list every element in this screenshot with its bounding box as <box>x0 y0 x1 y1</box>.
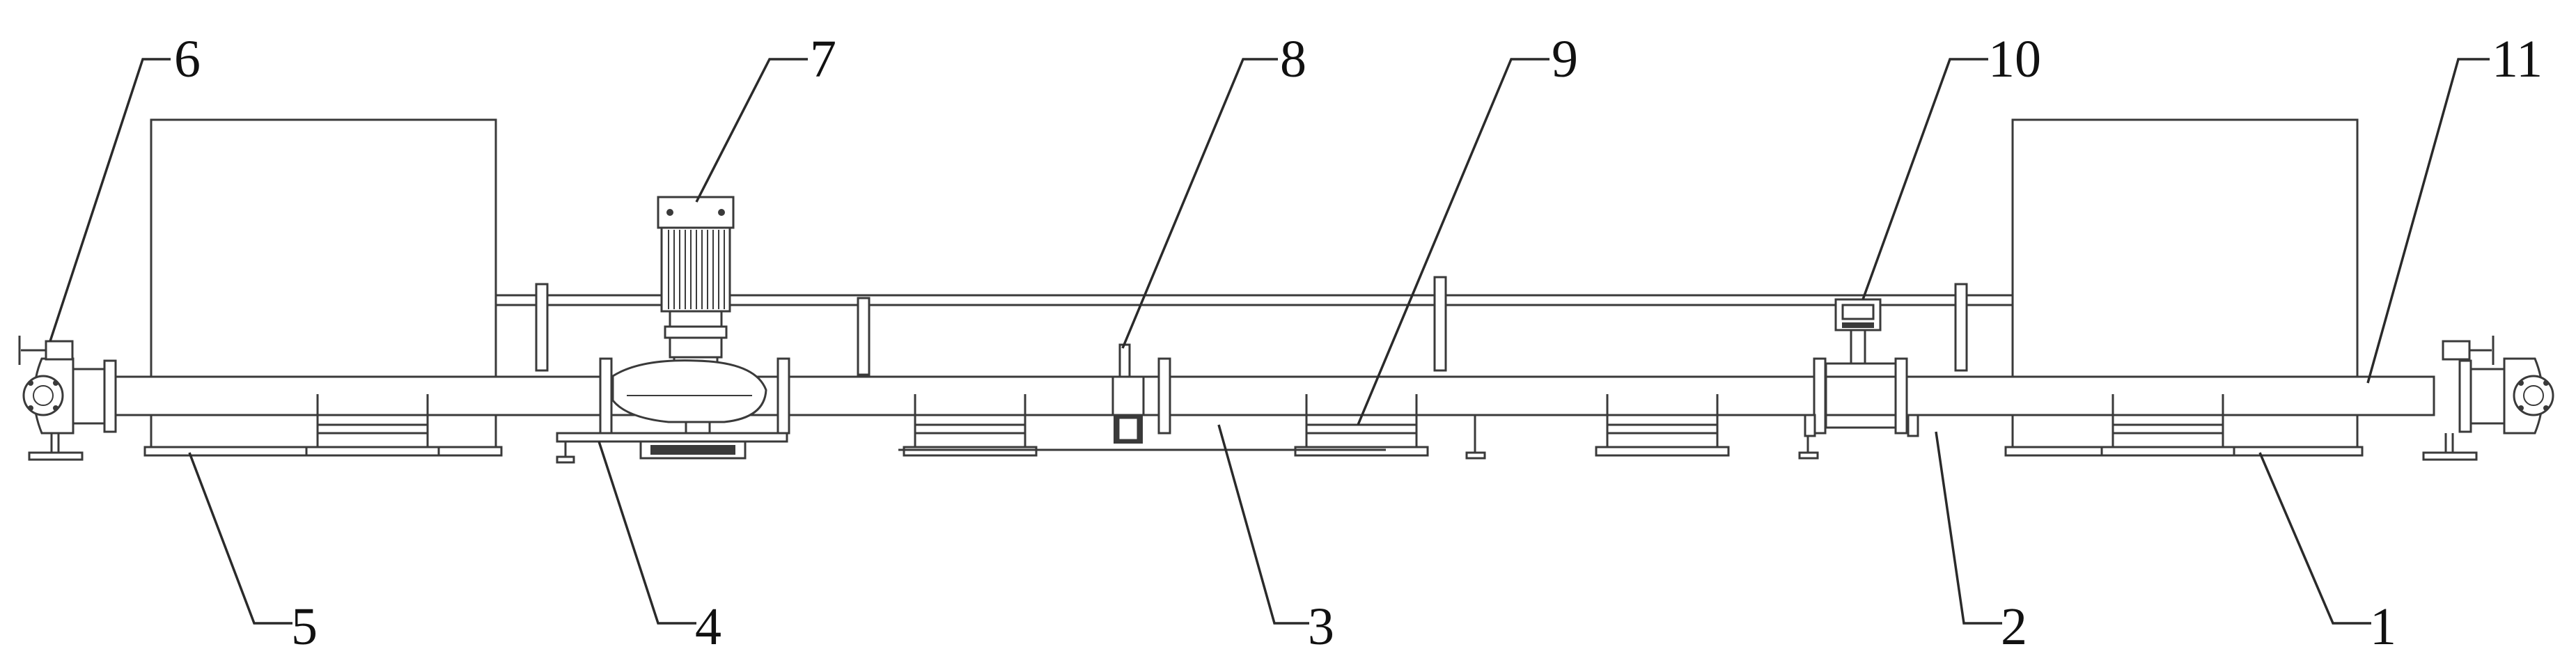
label-9: 9 <box>1552 30 1578 88</box>
upper-pipe <box>496 276 2013 376</box>
main-pipe <box>107 375 2435 416</box>
right-end-assembly <box>2422 336 2554 461</box>
label-2: 2 <box>2001 597 2027 656</box>
label-10: 10 <box>1988 30 2041 88</box>
pump-assembly <box>556 196 788 464</box>
label-6: 6 <box>174 30 201 88</box>
label-1: 1 <box>2370 597 2396 656</box>
leader-lines <box>49 58 2490 625</box>
callout-labels: 6 7 8 9 10 11 5 4 3 2 1 <box>174 30 2543 656</box>
label-8: 8 <box>1280 30 1306 88</box>
gate-valve <box>898 343 1386 451</box>
main-pipe-flanges <box>776 357 1908 435</box>
label-4: 4 <box>695 597 721 656</box>
left-end-assembly <box>18 336 117 461</box>
flow-meter <box>1804 298 1919 437</box>
label-5: 5 <box>291 597 318 656</box>
label-11: 11 <box>2492 30 2543 88</box>
label-7: 7 <box>810 30 836 88</box>
label-3: 3 <box>1308 597 1334 656</box>
